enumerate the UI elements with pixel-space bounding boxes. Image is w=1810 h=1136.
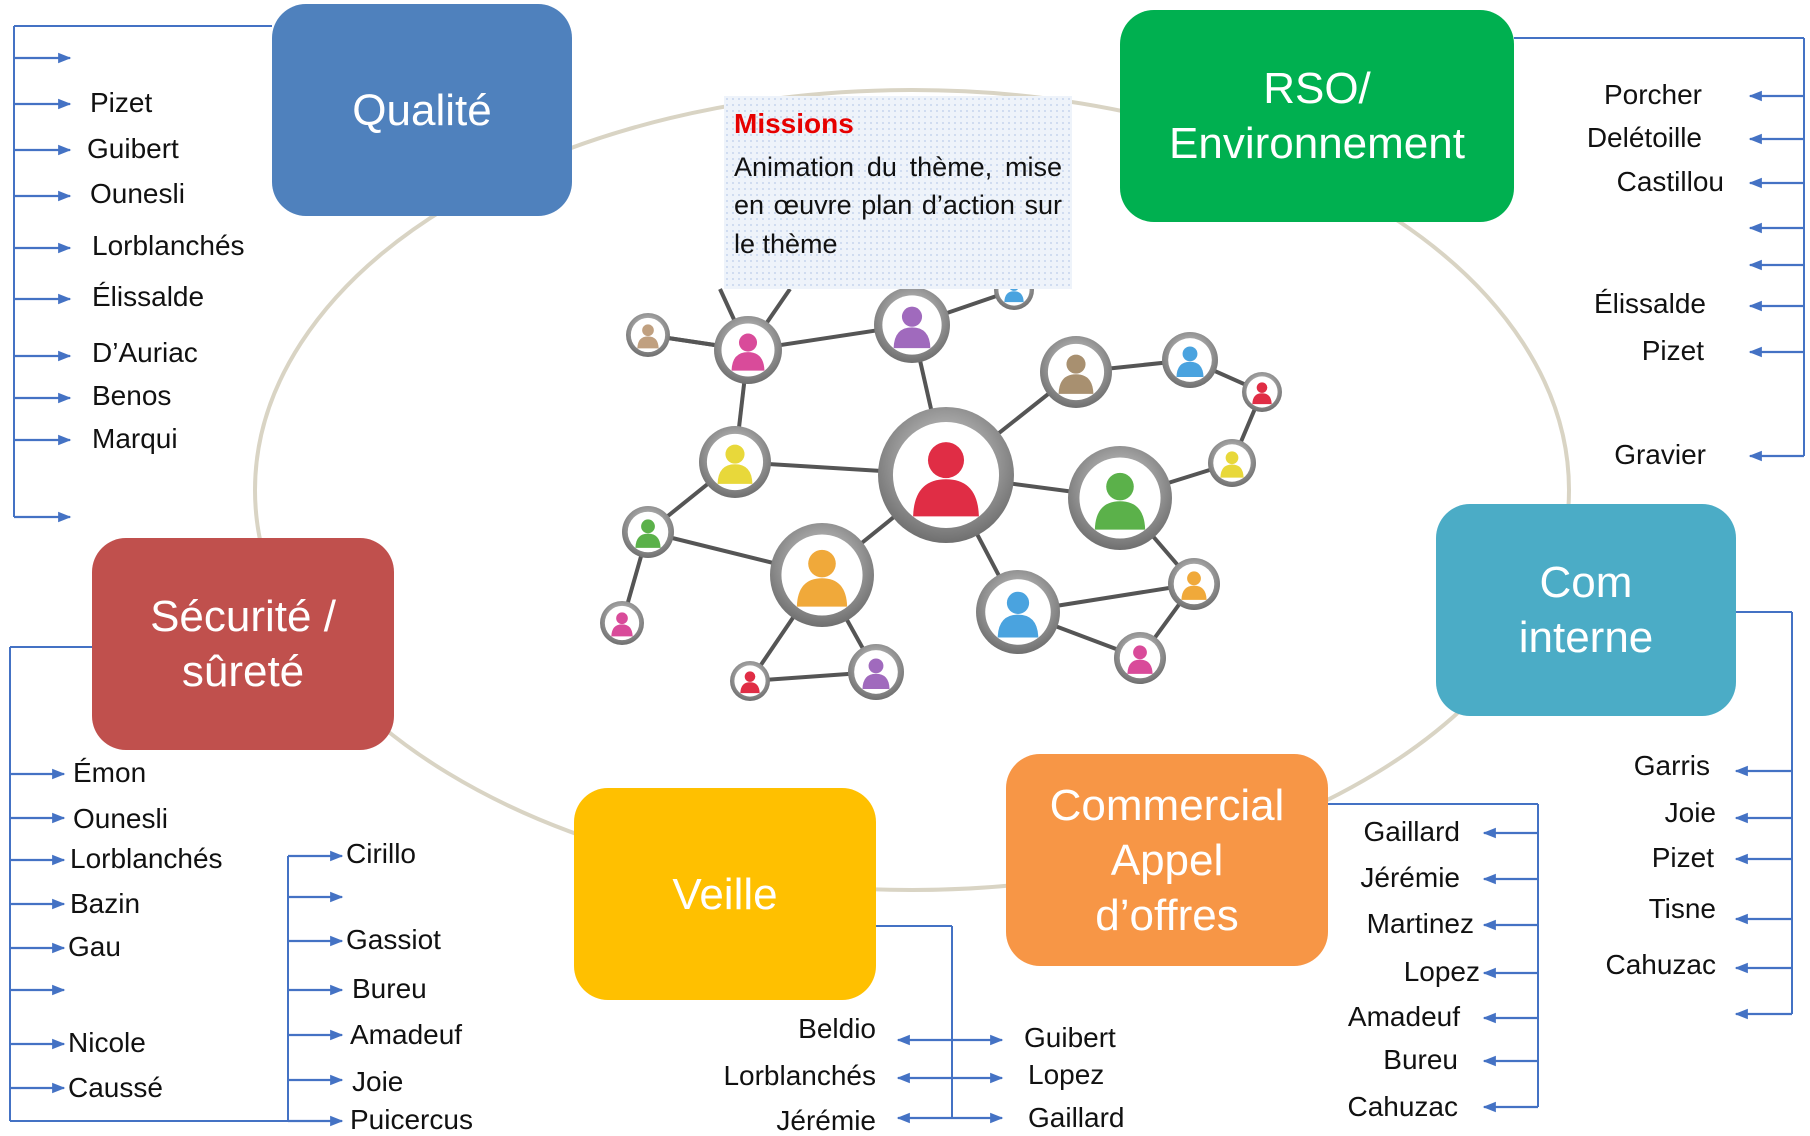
member-name: Lorblanchés xyxy=(723,1060,876,1091)
member-name: Guibert xyxy=(87,133,179,164)
member-name: Amadeuf xyxy=(350,1019,463,1050)
network-illustration xyxy=(600,270,1282,701)
member-name: Lopez xyxy=(1028,1059,1105,1090)
member-name: Delétoille xyxy=(1586,122,1702,153)
network-node xyxy=(622,506,674,558)
member-name: Cahuzac xyxy=(1605,949,1716,980)
member-name: Bazin xyxy=(70,888,141,919)
missions-text: Animation du thème, mise en œuvre plan d… xyxy=(734,152,1062,259)
member-name: Beldio xyxy=(798,1013,876,1044)
member-name: Bureu xyxy=(352,973,427,1004)
member-name: Lorblanchés xyxy=(92,230,245,261)
network-node xyxy=(1168,558,1220,610)
member-name: Lopez xyxy=(1403,956,1480,987)
member-name: Tisne xyxy=(1648,893,1716,924)
member-name: Jérémie xyxy=(776,1105,876,1136)
member-name: Gaillard xyxy=(1028,1102,1125,1133)
network-node xyxy=(874,287,950,363)
member-name: Ounesli xyxy=(90,178,185,209)
member-name: Porcher xyxy=(1603,79,1702,110)
member-name: Lorblanchés xyxy=(70,843,223,874)
member-name: Ounesli xyxy=(73,803,168,834)
network-node xyxy=(626,313,670,357)
member-name: Bureu xyxy=(1383,1044,1458,1075)
theme-box-veille: Veille xyxy=(574,788,876,1000)
network-node xyxy=(1162,332,1218,388)
member-name: D’Auriac xyxy=(92,337,198,368)
theme-box-com-interne: Com interne xyxy=(1436,504,1736,716)
network-node xyxy=(770,523,874,627)
network-node xyxy=(699,426,771,498)
member-name: Guibert xyxy=(1024,1022,1116,1053)
network-node xyxy=(878,407,1014,543)
network-node xyxy=(848,644,904,700)
theme-box-rso: RSO/ Environnement xyxy=(1120,10,1514,222)
theme-box-commercial: Commercial Appel d’offres xyxy=(1006,754,1328,966)
theme-box-securite: Sécurité / sûreté xyxy=(92,538,394,750)
network-node xyxy=(730,661,770,701)
member-name: Benos xyxy=(92,380,172,411)
network-node xyxy=(1068,446,1172,550)
member-name: Garris xyxy=(1633,750,1710,781)
member-name: Pizet xyxy=(1651,842,1714,873)
network-node xyxy=(976,570,1060,654)
member-name: Joie xyxy=(1664,797,1716,828)
central-ellipse xyxy=(253,88,1571,892)
theme-box-qualite: Qualité xyxy=(272,4,572,216)
member-name: Marqui xyxy=(92,423,178,454)
member-name: Jérémie xyxy=(1360,862,1460,893)
member-name: Puicercus xyxy=(350,1104,473,1135)
member-name: Gaillard xyxy=(1363,816,1460,847)
connector-lines xyxy=(9,25,1805,1127)
member-name: Cahuzac xyxy=(1347,1091,1458,1122)
network-node xyxy=(1242,372,1282,412)
missions-title: Missions xyxy=(734,108,854,139)
member-name: Nicole xyxy=(68,1027,146,1058)
member-name: Cirillo xyxy=(346,838,416,869)
member-name: Castillou xyxy=(1616,166,1724,197)
member-name: Élissalde xyxy=(92,281,205,312)
member-name: Gassiot xyxy=(346,924,441,955)
network-node xyxy=(1208,439,1256,487)
network-node xyxy=(1040,336,1112,408)
member-name: Amadeuf xyxy=(1347,1001,1460,1032)
network-node xyxy=(1114,632,1166,684)
network-node xyxy=(600,601,644,645)
member-name: Élissalde xyxy=(1593,288,1706,319)
member-name: Caussé xyxy=(68,1072,163,1103)
missions-box: Missions Animation du thème, mise en œuv… xyxy=(724,96,1072,289)
member-name: Gau xyxy=(68,931,121,962)
member-name: Pizet xyxy=(90,87,153,118)
member-name: Émon xyxy=(73,757,147,788)
member-name: Martinez xyxy=(1366,908,1474,939)
member-name: Joie xyxy=(352,1066,404,1097)
member-name: Pizet xyxy=(1641,335,1704,366)
network-node xyxy=(714,316,782,384)
member-name: Gravier xyxy=(1614,439,1706,470)
